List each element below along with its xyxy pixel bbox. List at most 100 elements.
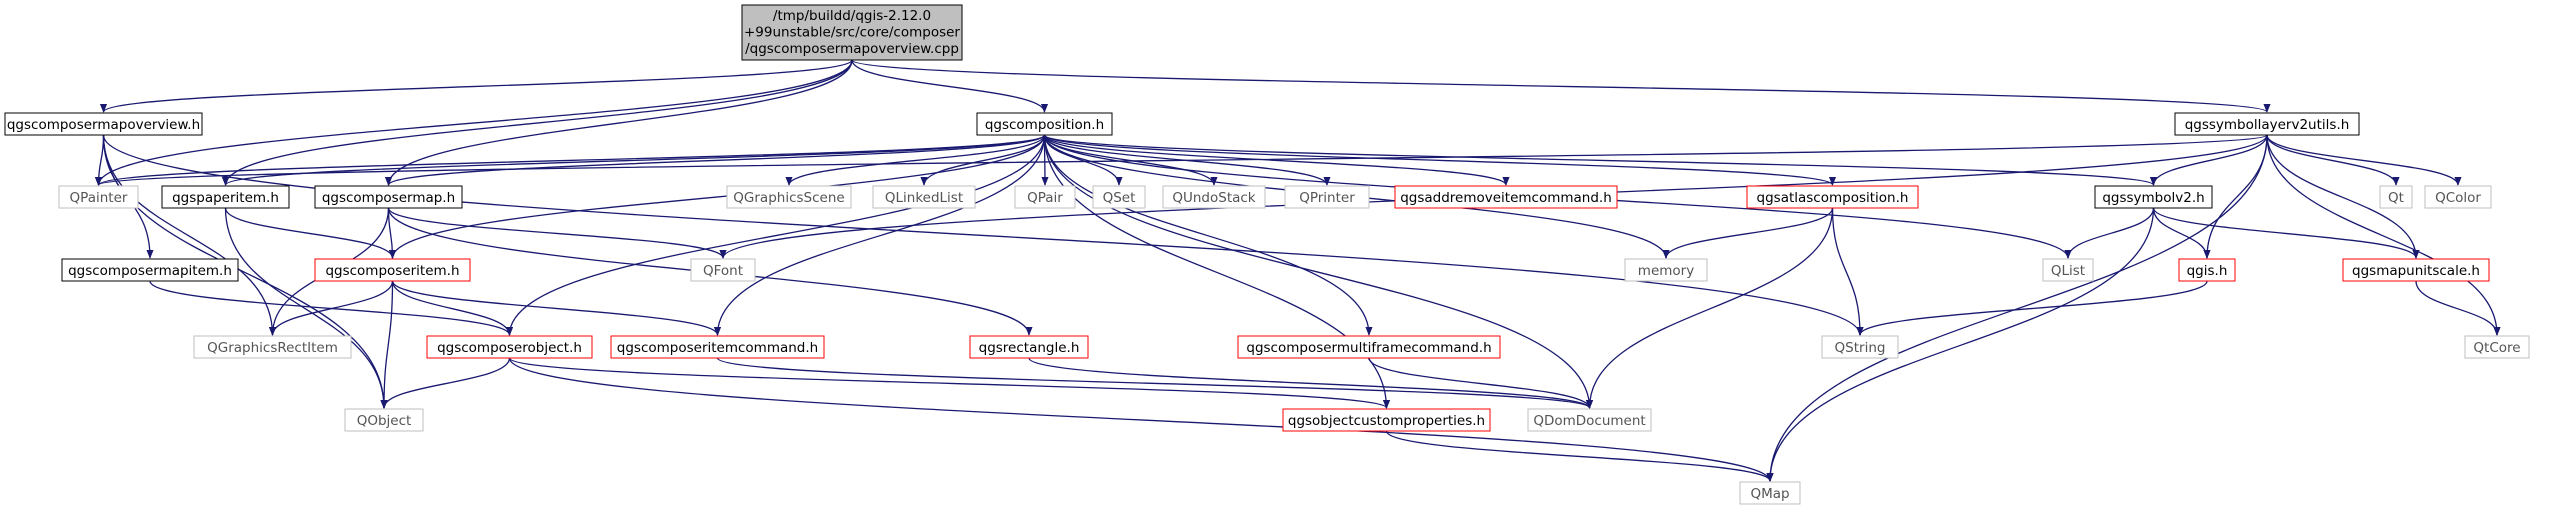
edge-qgscomposermultiframecommand_h-to-QDomDocument [1368, 357, 1594, 409]
edge-qgssymbolv2_h-to-qgis_h [2152, 207, 2211, 259]
node-box [1014, 185, 1076, 209]
node-QPainter[interactable]: QPainter [58, 185, 139, 209]
edge-qgscomposeritemcommand_h-to-QDomDocument [716, 357, 1593, 409]
edge-qgspaperitem_h-to-qgscomposeritem_h [224, 207, 397, 259]
node-QLinkedList[interactable]: QLinkedList [872, 185, 976, 209]
node-QColor[interactable]: QColor [2424, 185, 2492, 209]
node-qgscomposermultiframecommand-h[interactable]: qgscomposermultiframecommand.h [1237, 335, 1501, 359]
node-Qt[interactable]: Qt [2379, 185, 2413, 209]
node-qgsaddremoveitemcommand-h[interactable]: qgsaddremoveitemcommand.h [1394, 185, 1618, 209]
node-label: QSet [1103, 190, 1136, 206]
node-box [1092, 185, 1146, 209]
node-qgsmapunitscale-h[interactable]: qgsmapunitscale.h [2342, 258, 2490, 282]
node-QGraphicsRectItem[interactable]: QGraphicsRectItem [193, 335, 352, 359]
node-box [2094, 185, 2213, 209]
node-qgscomposition-h[interactable]: qgscomposition.h [976, 112, 1113, 136]
node-QObject[interactable]: QObject [344, 408, 424, 432]
edge-qgssymbollayerv2utils_h-to-QtCore [2266, 134, 2501, 336]
node-QString[interactable]: QString [1821, 335, 1899, 359]
edge-qgscomposerobject_h-to-qgsobjectcustomproperties_h [508, 357, 1390, 409]
node-box [161, 185, 290, 209]
node-QSet[interactable]: QSet [1092, 185, 1146, 209]
edge-qgscomposition_h-to-QLinkedList [920, 134, 1046, 186]
node-label: qgsrectangle.h [979, 340, 1080, 356]
node-QList[interactable]: QList [2042, 258, 2094, 282]
node-qgsatlascomposition-h[interactable]: qgsatlascomposition.h [1746, 185, 1919, 209]
node-box [2424, 185, 2492, 209]
node-box [872, 185, 976, 209]
edge-qgsobjectcustomproperties_h-to-QMap [1385, 430, 1774, 482]
node-QtCore[interactable]: QtCore [2464, 335, 2530, 359]
node-qgspaperitem-h[interactable]: qgspaperitem.h [161, 185, 290, 209]
node-memory[interactable]: memory [1624, 258, 1708, 282]
node-qgscomposermapoverview-h[interactable]: qgscomposermapoverview.h [4, 112, 203, 136]
node-qgssymbollayerv2utils-h[interactable]: qgssymbollayerv2utils.h [2174, 112, 2360, 136]
node-box [314, 185, 463, 209]
root-line-1: /tmp/buildd/qgis-2.12.0 [773, 8, 931, 24]
node-label: qgis.h [2187, 263, 2228, 279]
node-label: QFont [703, 263, 743, 279]
node-label: qgsmapunitscale.h [2352, 263, 2480, 279]
node-QDomDocument[interactable]: QDomDocument [1527, 408, 1652, 432]
node-qgscomposeritemcommand-h[interactable]: qgscomposeritemcommand.h [610, 335, 825, 359]
node-qgscomposermap-h[interactable]: qgscomposermap.h [314, 185, 463, 209]
edge-qgscomposition_h-to-QGraphicsScene [785, 134, 1046, 186]
node-box [969, 335, 1089, 359]
node-QFont[interactable]: QFont [690, 258, 756, 282]
edge-qgscomposition_h-to-qgscomposerobject_h [505, 134, 1046, 336]
node-qgis-h[interactable]: qgis.h [2178, 258, 2236, 282]
node-qgsobjectcustomproperties-h[interactable]: qgsobjectcustomproperties.h [1282, 408, 1491, 432]
node-label: qgscomposermapoverview.h [7, 117, 200, 133]
node-QGraphicsScene[interactable]: QGraphicsScene [726, 185, 852, 209]
node-qgssymbolv2-h[interactable]: qgssymbolv2.h [2094, 185, 2213, 209]
edge-qgssymbolv2_h-to-qgsmapunitscale_h [2152, 207, 2420, 259]
node-box [2042, 258, 2094, 282]
node-qgscomposermapitem-h[interactable]: qgscomposermapitem.h [61, 258, 239, 282]
node-box [1284, 185, 1370, 209]
node-box [690, 258, 756, 282]
node-label: QGraphicsScene [733, 190, 844, 206]
root-node[interactable]: /tmp/buildd/qgis-2.12.0 +99unstable/src/… [741, 4, 963, 61]
edge-qgssymbollayerv2utils_h-to-QColor [2266, 134, 2462, 186]
node-box [193, 335, 352, 359]
node-QPrinter[interactable]: QPrinter [1284, 185, 1370, 209]
edge-qgscomposition_h-to-qgscomposeritem_h [388, 134, 1046, 259]
node-label: qgscomposeritemcommand.h [617, 340, 818, 356]
node-label: QObject [357, 413, 412, 429]
edge-root-to-qgscomposermapoverview_h [100, 59, 853, 113]
edge-qgsatlascomposition_h-to-QString [1831, 207, 1864, 336]
edge-qgscomposition_h-to-qgsobjectcustomproperties_h [1043, 134, 1391, 409]
node-QMap[interactable]: QMap [1739, 481, 1801, 505]
edge-qgscomposition_h-to-qgscomposermultiframecommand_h [1043, 134, 1373, 336]
edge-qgscomposition_h-to-qgspaperitem_h [222, 134, 1046, 186]
node-box [1394, 185, 1618, 209]
node-QUndoStack[interactable]: QUndoStack [1162, 185, 1266, 209]
edge-qgspaperitem_h-to-QObject [224, 207, 388, 409]
node-box [2464, 335, 2530, 359]
edge-qgscomposerobject_h-to-QObject [380, 357, 511, 409]
node-qgscomposeritem-h[interactable]: qgscomposeritem.h [314, 258, 471, 282]
node-box [61, 258, 239, 282]
node-box [2178, 258, 2236, 282]
node-box [4, 112, 203, 136]
edge-root-to-qgspaperitem_h [221, 59, 853, 186]
node-box [2342, 258, 2490, 282]
node-QPair[interactable]: QPair [1014, 185, 1076, 209]
edge-qgscomposerobject_h-to-QMap [508, 357, 1774, 482]
node-box [976, 112, 1113, 136]
node-label: qgscomposeritem.h [325, 263, 459, 279]
node-qgsrectangle-h[interactable]: qgsrectangle.h [969, 335, 1089, 359]
edge-qgssymbolv2_h-to-QList [2064, 207, 2155, 259]
node-label: qgsatlascomposition.h [1757, 190, 1909, 206]
node-qgscomposerobject-h[interactable]: qgscomposerobject.h [426, 335, 593, 359]
edge-qgis_h-to-QString [1856, 280, 2208, 336]
edge-qgscomposeritem_h-to-QGraphicsRectItem [268, 280, 394, 336]
node-label: qgscomposermapitem.h [68, 263, 232, 279]
edge-root-to-qgssymbollayerv2utils_h [851, 59, 2271, 113]
node-box [2174, 112, 2360, 136]
node-label: qgssymbollayerv2utils.h [2185, 117, 2350, 133]
node-label: memory [1638, 263, 1694, 279]
edge-qgscomposition_h-to-qgsatlascomposition_h [1043, 134, 1836, 186]
edge-qgsmapunitscale_h-to-QtCore [2415, 280, 2501, 336]
